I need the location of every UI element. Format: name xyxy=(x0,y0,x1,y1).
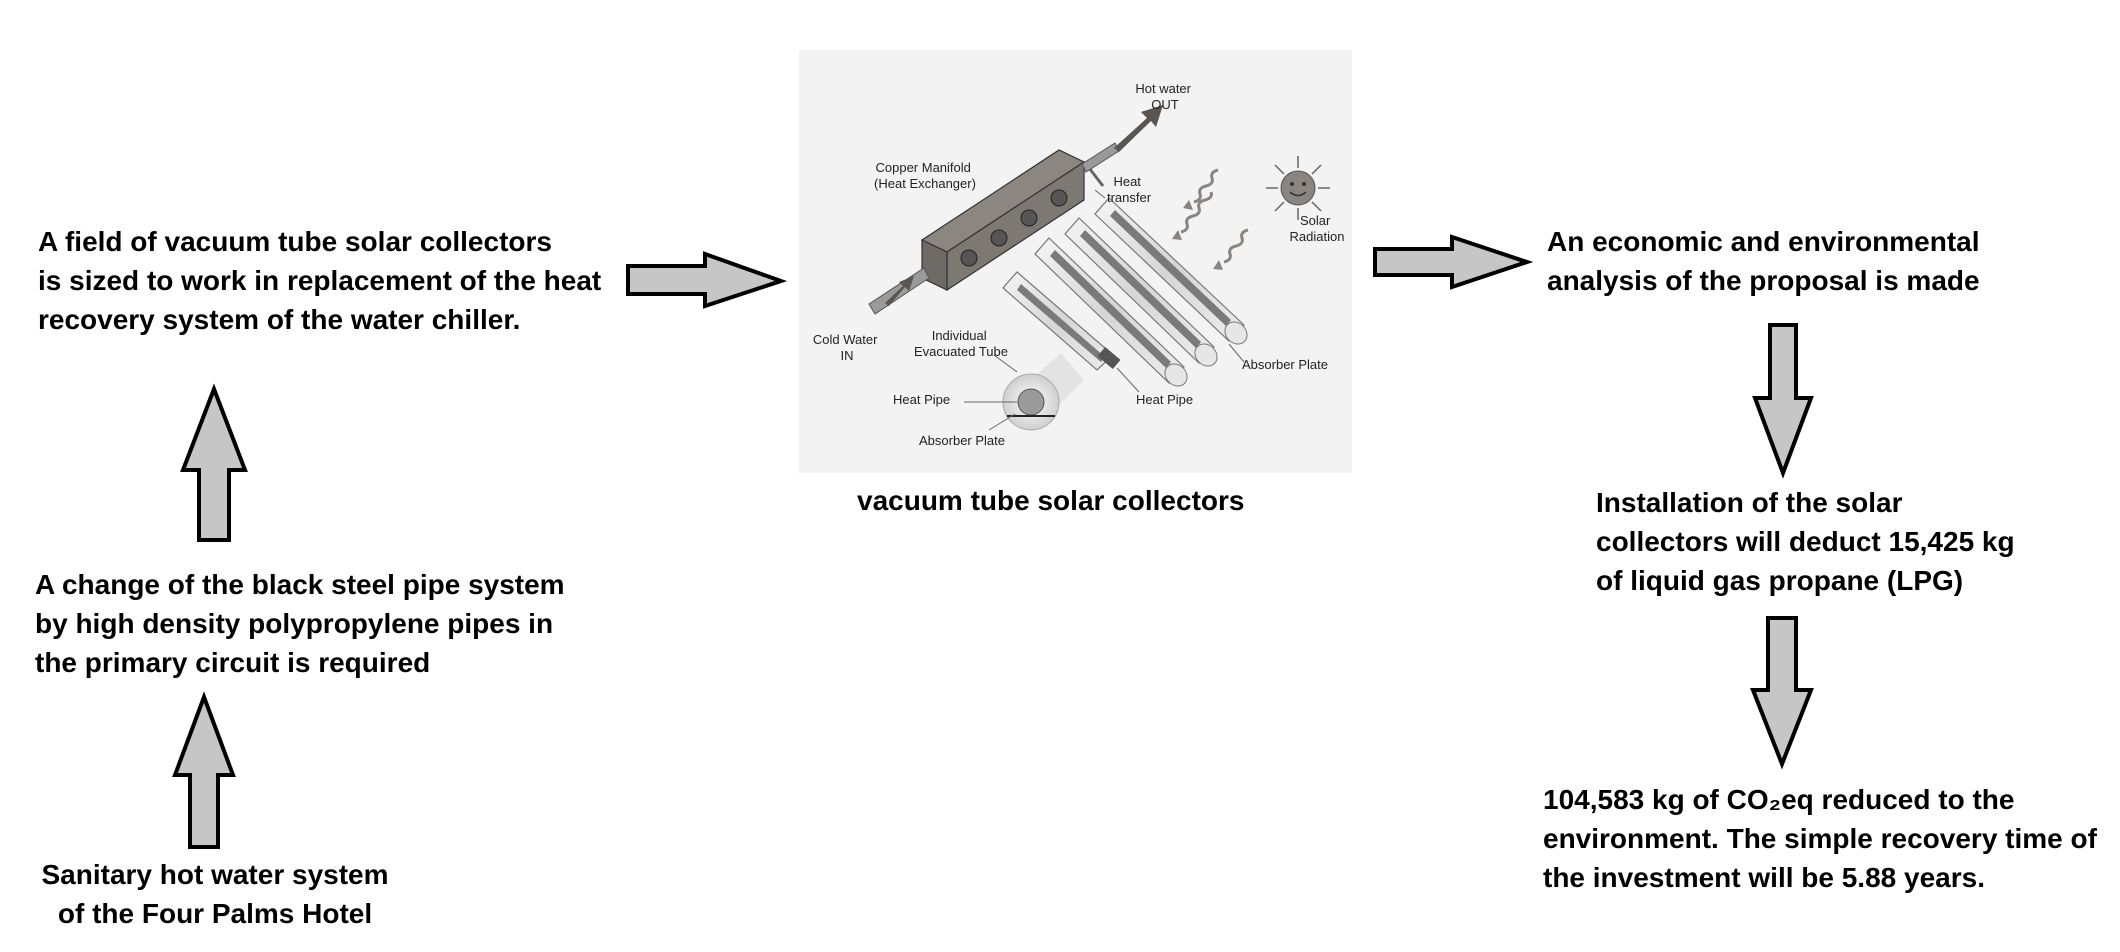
outlet-pipe xyxy=(1081,142,1120,173)
field-sizing-text: A field of vacuum tube solar collectors … xyxy=(38,226,602,335)
heat-transfer-label: Heat transfer xyxy=(1107,174,1152,205)
absorber-plate-bottom-label: Absorber Plate xyxy=(919,433,1005,448)
evacuated-tube-1 xyxy=(1002,271,1121,371)
figure-caption: vacuum tube solar collectors xyxy=(857,485,1245,516)
hot-water-out-arrow xyxy=(1114,105,1163,152)
solar-radiation-waves xyxy=(1180,168,1249,264)
label-leader-lines xyxy=(964,189,1245,431)
evacuated-tube-2 xyxy=(1034,237,1188,387)
copper-manifold-label: Copper Manifold (Heat Exchanger) xyxy=(874,160,976,191)
collector-drawing: Hot water OUT Copper Manifold (Heat Exch… xyxy=(813,81,1345,448)
absorber-plate-right-label: Absorber Plate xyxy=(1242,357,1328,372)
installation-text: Installation of the solar collectors wil… xyxy=(1596,487,2015,596)
radiation-arrowheads xyxy=(1172,200,1223,270)
analysis-text: An economic and environmental analysis o… xyxy=(1547,226,1980,296)
heat-pipe-right-label: Heat Pipe xyxy=(1136,392,1193,407)
hotel-text: Sanitary hot water system of the Four Pa… xyxy=(41,859,389,929)
cold-water-in-arrow xyxy=(885,276,914,306)
heat-pipe-left-label: Heat Pipe xyxy=(893,392,950,407)
evacuated-tube-4 xyxy=(1094,197,1248,345)
copper-manifold xyxy=(920,149,1086,292)
solar-radiation-label: Solar Radiation xyxy=(1290,213,1345,244)
evacuated-tube-3 xyxy=(1064,217,1218,367)
tube-cross-section xyxy=(1002,353,1084,431)
result-text: 104,583 kg of CO₂eq reduced to the envir… xyxy=(1543,784,2097,893)
hot-water-out-label: Hot water OUT xyxy=(1135,81,1194,112)
individual-evacuated-tube-label: Individual Evacuated Tube xyxy=(914,328,1008,359)
vacuum-tube-collector-illustration: Hot water OUT Copper Manifold (Heat Exch… xyxy=(799,50,1352,473)
pipe-change-text: A change of the black steel pipe system … xyxy=(35,569,565,678)
cold-water-in-label: Cold Water IN xyxy=(813,332,881,363)
sun-icon xyxy=(1266,156,1330,220)
